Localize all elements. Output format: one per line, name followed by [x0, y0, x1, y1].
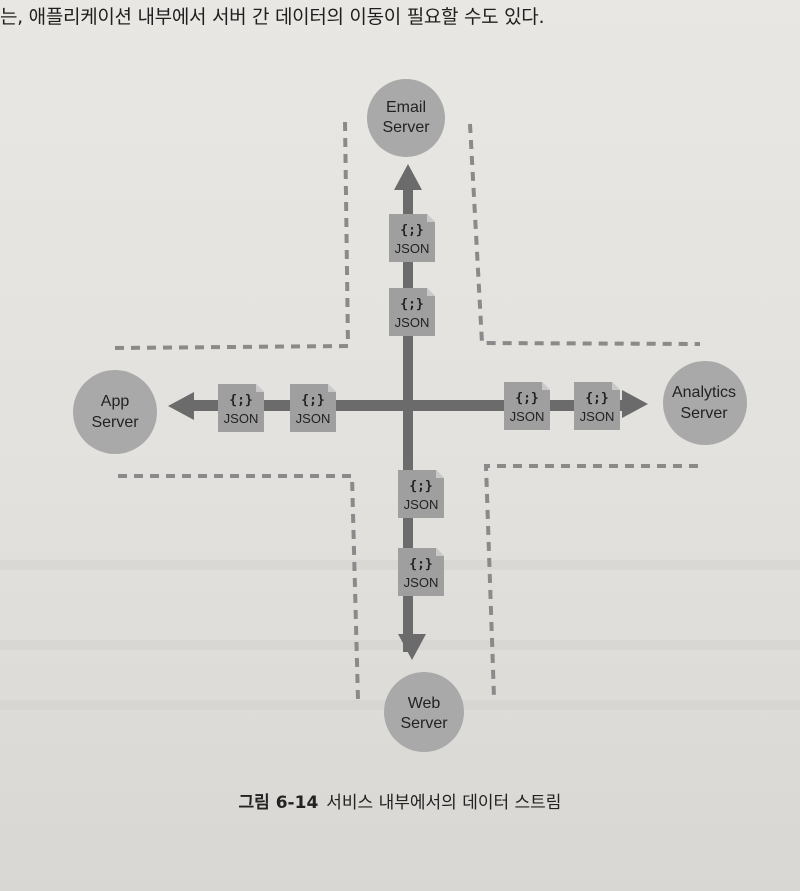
- json-doc-up-1: {;} JSON: [389, 214, 435, 262]
- json-doc-right-1: {;} JSON: [504, 382, 550, 430]
- json-symbol: {;}: [409, 479, 432, 494]
- json-document-icon: [389, 214, 435, 262]
- arrow-head-left: [168, 392, 194, 420]
- json-document-icon: [389, 288, 435, 336]
- json-doc-left-1: {;} JSON: [218, 384, 264, 432]
- json-label: JSON: [580, 409, 615, 424]
- figure-caption: 그림 6-14 서비스 내부에서의 데이터 스트림: [0, 788, 800, 813]
- arrow-head-up: [394, 164, 422, 190]
- boundary-bottom-right: [483, 464, 698, 699]
- analytics-server-node: Analytics Server: [663, 361, 747, 445]
- email-server-label-line1: Email: [386, 99, 426, 116]
- app-server-label-line1: App: [101, 393, 130, 410]
- app-server-node: App Server: [73, 370, 157, 454]
- json-document-icon: [290, 384, 336, 432]
- json-document-icon: [574, 382, 620, 430]
- json-symbol: {;}: [400, 297, 423, 312]
- json-symbol: {;}: [301, 393, 324, 408]
- json-symbol: {;}: [409, 557, 432, 572]
- json-doc-right-2: {;} JSON: [574, 382, 620, 430]
- web-server-label-line1: Web: [408, 695, 441, 712]
- arrow-shaft-horizontal: [190, 400, 625, 411]
- json-label: JSON: [404, 497, 439, 512]
- json-label: JSON: [395, 315, 430, 330]
- boundary-top-left: [114, 119, 351, 350]
- json-doc-left-2: {;} JSON: [290, 384, 336, 432]
- web-server-label-line2: Server: [400, 715, 448, 732]
- json-symbol: {;}: [400, 223, 423, 238]
- service-boundary-dashes: [114, 119, 701, 701]
- json-symbol: {;}: [515, 391, 538, 406]
- json-label: JSON: [296, 411, 331, 426]
- json-document-icon: [398, 548, 444, 596]
- figure-number: 그림 6-14: [238, 793, 319, 813]
- json-document-icon: [398, 470, 444, 518]
- email-server-label-line2: Server: [382, 119, 430, 136]
- json-document-icon: [218, 384, 264, 432]
- web-server-node: Web Server: [384, 672, 464, 752]
- figure-title: 서비스 내부에서의 데이터 스트림: [326, 793, 562, 813]
- app-server-label-line2: Server: [91, 414, 139, 431]
- json-doc-up-2: {;} JSON: [389, 288, 435, 336]
- email-server-node: Email Server: [367, 79, 445, 157]
- boundary-top-right: [468, 123, 701, 346]
- json-symbol: {;}: [585, 391, 608, 406]
- json-doc-down-2: {;} JSON: [398, 548, 444, 596]
- analytics-server-label-line1: Analytics: [672, 384, 736, 401]
- json-document-icon: [504, 382, 550, 430]
- json-label: JSON: [404, 575, 439, 590]
- json-label: JSON: [395, 241, 430, 256]
- boundary-bottom-left: [118, 474, 360, 701]
- analytics-server-label-line2: Server: [680, 405, 728, 422]
- body-text-line: 는, 애플리케이션 내부에서 서버 간 데이터의 이동이 필요할 수도 있다.: [0, 6, 545, 28]
- arrow-head-down: [398, 634, 426, 660]
- arrow-shaft-vertical: [403, 186, 413, 652]
- json-label: JSON: [224, 411, 259, 426]
- arrow-head-right: [622, 390, 648, 418]
- json-label: JSON: [510, 409, 545, 424]
- json-symbol: {;}: [229, 393, 252, 408]
- json-doc-down-1: {;} JSON: [398, 470, 444, 518]
- arrows: [168, 164, 648, 660]
